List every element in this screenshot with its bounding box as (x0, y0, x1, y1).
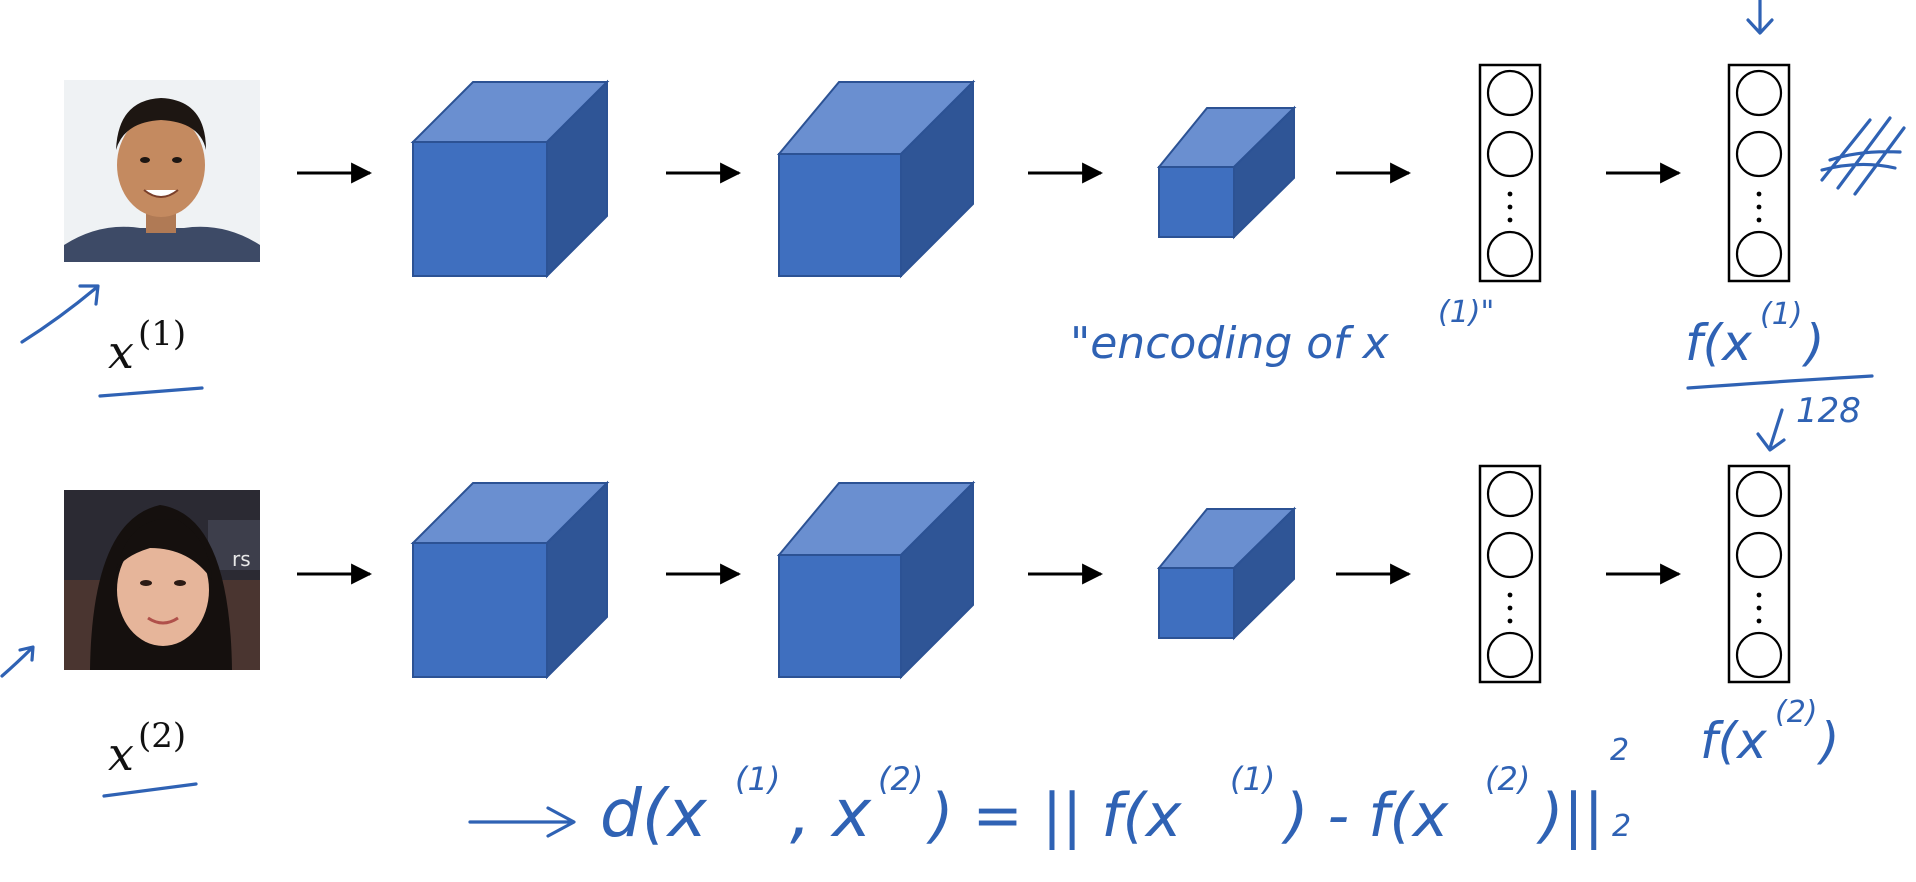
row-1: x (1) "encoding of x (1)" f(x (1) ) 128 (20, 0, 1906, 452)
distance-rhs-mid: ) - f(x (1281, 781, 1449, 851)
conv-volume-1 (410, 79, 610, 279)
distance-sup-1: (1) (735, 760, 780, 798)
norm-subscript: 2 (1612, 809, 1631, 844)
output-superscript: (2) (1775, 695, 1818, 730)
conv-volume-3 (1156, 105, 1297, 240)
input-superscript: (2) (138, 716, 186, 756)
dimension-label: 128 (1796, 391, 1861, 431)
right-arrow-icon (468, 806, 576, 838)
distance-rhs-sup-2: (2) (1485, 760, 1530, 798)
input-superscript: (1) (138, 314, 186, 354)
down-arrow-icon (1746, 0, 1774, 35)
output-close: ) (1816, 712, 1840, 770)
distance-rhs-end: )|| (1536, 781, 1604, 851)
output-label: f(x (1685, 314, 1752, 372)
conv-volume-2 (776, 79, 976, 279)
fully-connected-layer (1478, 464, 1542, 684)
encoding-superscript: (1)" (1438, 295, 1494, 330)
pointer-arrow-icon (20, 284, 100, 344)
photo-text: rs (232, 547, 251, 571)
distance-sup-2: (2) (878, 760, 923, 798)
face-photo-man-icon (64, 80, 260, 262)
encoding-vector-layer (1727, 63, 1791, 283)
row-2: rs (0, 464, 1840, 798)
distance-equation: d(x (1) , x (2) ) = || f(x (1) ) - f(x (… (468, 733, 1631, 852)
norm-superscript: 2 (1610, 733, 1629, 768)
encoding-note: "encoding of x (1070, 318, 1390, 369)
distance-rhs-sup-1: (1) (1230, 760, 1275, 798)
underline (102, 782, 198, 798)
input-label: x (108, 325, 134, 379)
distance-lhs: d(x (600, 775, 708, 852)
face-photo-woman-icon: rs (64, 490, 260, 670)
conv-volume-2 (776, 480, 976, 680)
underline (1686, 374, 1874, 390)
distance-mid: , x (790, 775, 872, 852)
pointer-arrow-icon (0, 645, 35, 678)
output-label: f(x (1700, 712, 1767, 770)
input-label: x (108, 727, 134, 781)
conv-volume-3 (1156, 506, 1297, 641)
underline (98, 386, 204, 398)
scribble-mark (1820, 116, 1906, 196)
output-superscript: (1) (1760, 297, 1803, 332)
encoding-vector-layer (1727, 464, 1791, 684)
distance-rhs: ) = || f(x (926, 781, 1182, 851)
fully-connected-layer (1478, 63, 1542, 283)
output-close: ) (1801, 314, 1825, 372)
down-arrow-icon (1756, 408, 1786, 452)
conv-volume-1 (410, 480, 610, 680)
